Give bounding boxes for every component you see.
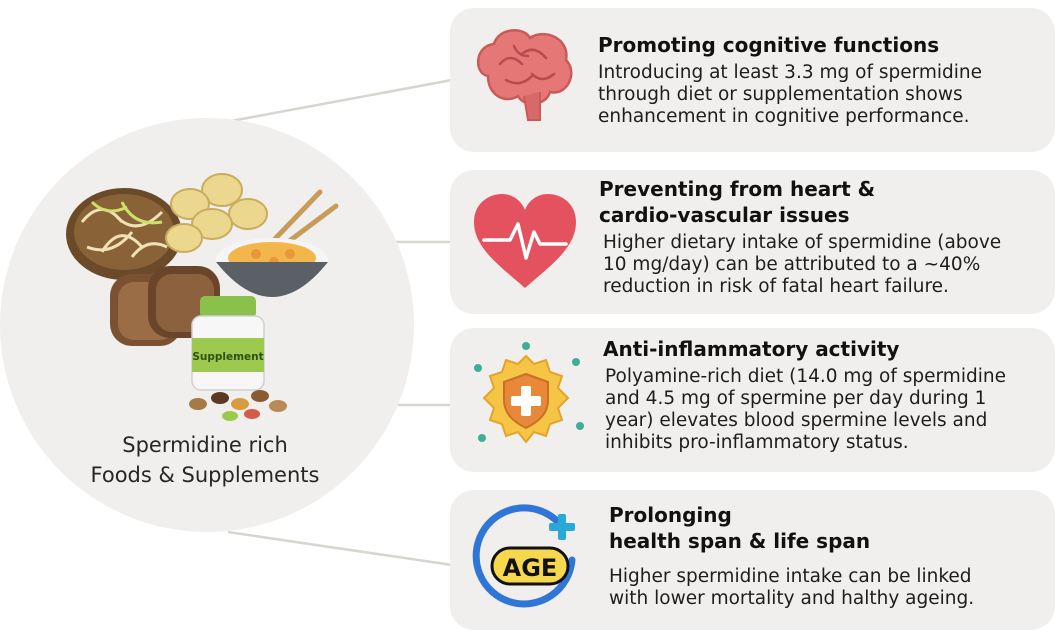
supplement-bottle-icon: Supplement: [191, 296, 265, 391]
card-title-line: Anti-inflammatory activity: [603, 337, 900, 361]
card-heart: Preventing from heart & cardio-vascular …: [450, 170, 1055, 314]
brain-icon: [477, 29, 573, 121]
soybeans-icon: [165, 173, 268, 253]
card-cognitive: Promoting cognitive functions Introducin…: [450, 8, 1055, 152]
card-body-line: enhancement in cognitive performance.: [598, 106, 970, 127]
card-body-line: Polyamine-rich diet (14.0 mg of spermidi…: [605, 366, 1006, 387]
heart-pulse-icon: [474, 194, 576, 288]
card-body-line: year) elevates blood spermine levels and: [605, 410, 988, 431]
card-title-line: Preventing from heart &: [599, 177, 876, 201]
card-body-line: Higher dietary intake of spermidine (abo…: [603, 232, 1002, 253]
supplement-label: Supplement: [192, 351, 263, 363]
card-title: Promoting cognitive functions: [598, 32, 939, 58]
card-body: Higher dietary intake of spermidine (abo…: [603, 232, 1001, 298]
card-body-line: and 4.5 mg of spermine per day during 1: [605, 388, 987, 409]
shield-plus-icon: [474, 342, 584, 444]
age-icon-text: AGE: [503, 554, 558, 582]
card-anti-inflammatory: Anti-inflammatory activity Polyamine-ric…: [450, 328, 1055, 472]
card-body: Higher spermidine intake can be linked w…: [609, 566, 974, 610]
sprouts-icon: [66, 188, 182, 280]
card-title: Prolonging health span & life span: [609, 502, 870, 554]
hub-label-line-2: Foods & Supplements: [90, 463, 320, 487]
card-title-line: health span & life span: [609, 529, 871, 553]
card-title-line: Prolonging: [609, 503, 732, 527]
seeds-pills-icon: [189, 390, 287, 421]
rice-bowl-icon: [216, 189, 339, 297]
connector-line-1: [214, 78, 453, 126]
age-plus-icon: AGE: [472, 504, 576, 608]
card-title-line: Promoting cognitive functions: [598, 33, 940, 57]
card-title-line: cardio-vascular issues: [599, 203, 850, 227]
card-body-line: Higher spermidine intake can be linked: [609, 566, 972, 587]
card-lifespan: AGE Prolonging health span & life span H…: [450, 490, 1055, 630]
card-body: Polyamine-rich diet (14.0 mg of spermidi…: [605, 366, 1006, 454]
hub-label: Spermidine rich Foods & Supplements: [55, 430, 355, 490]
connector-line-4: [227, 530, 453, 567]
hub-label-line-1: Spermidine rich: [122, 433, 288, 457]
card-body-line: with lower mortality and halthy ageing.: [609, 588, 975, 609]
card-title: Preventing from heart & cardio-vascular …: [599, 176, 875, 228]
card-body-line: reduction in risk of fatal heart failure…: [603, 276, 949, 297]
card-title: Anti-inflammatory activity: [603, 336, 899, 362]
card-body-line: 10 mg/day) can be attributed to a ~40%: [603, 254, 981, 275]
foods-illustration: Supplement: [66, 173, 339, 421]
card-body-line: inhibits pro-inflammatory status.: [605, 432, 909, 453]
card-body-line: Introducing at least 3.3 mg of spermidin…: [598, 62, 983, 83]
card-body: Introducing at least 3.3 mg of spermidin…: [598, 62, 982, 128]
card-body-line: through diet or supplementation shows: [598, 84, 963, 105]
